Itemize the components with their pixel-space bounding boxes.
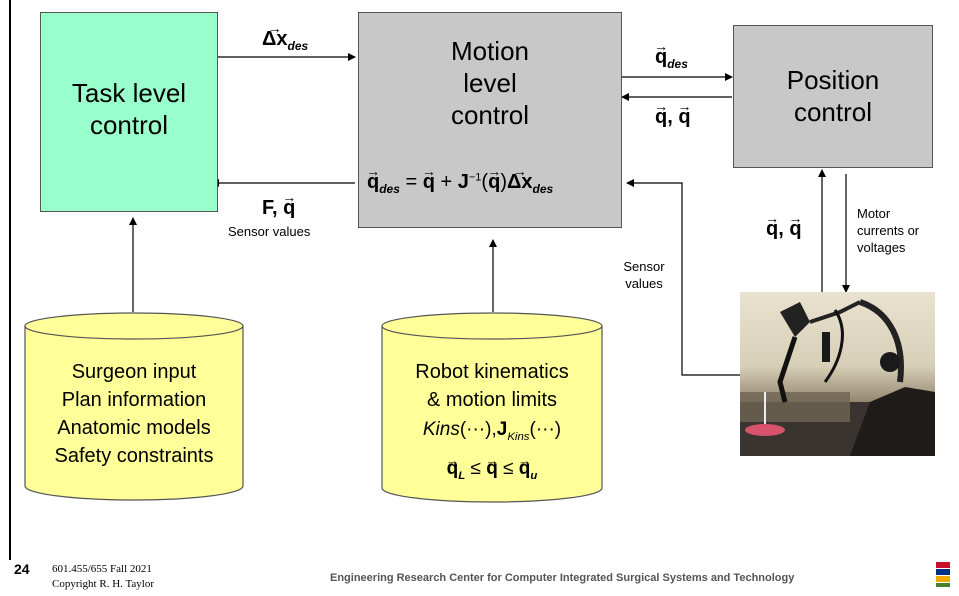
- robot-db-text: Robot kinematics & motion limits Kins(··…: [381, 358, 603, 490]
- footer-copyright: Copyright R. H. Taylor: [52, 578, 154, 590]
- robot-kinematics-database: Robot kinematics & motion limits Kins(··…: [381, 312, 603, 504]
- footer-center-text: Engineering Research Center for Computer…: [330, 572, 795, 584]
- motion-block-line-3: control: [450, 100, 530, 130]
- cisst-logo-icon: [934, 560, 952, 588]
- arrow-sensor-feedback: [626, 179, 740, 376]
- task-block-line-1: Task level: [71, 78, 187, 108]
- robot-illustration: [740, 299, 935, 456]
- motion-level-control-block: Motion level control qdes = q + J−1(q)Δx…: [358, 12, 622, 228]
- robot-limits-line: qL ≤ q ≤ qu: [381, 455, 603, 490]
- cylinder-shape: [24, 312, 244, 501]
- surgeon-input-database: Surgeon input Plan information Anatomic …: [24, 312, 244, 502]
- position-block-line-1: Position: [786, 65, 880, 95]
- task-level-control-block: Task level control: [40, 12, 218, 212]
- surgeon-db-text: Surgeon input Plan information Anatomic …: [54, 361, 214, 467]
- motion-formula: qdes = q + J−1(q)Δxdes: [367, 171, 617, 196]
- label-motor-currents: Motor currents or voltages: [857, 206, 920, 255]
- label-F-q: F, q: [262, 197, 295, 220]
- label-sensor-values-left: Sensor values: [228, 224, 311, 239]
- page-border-left: [9, 0, 11, 560]
- slide-number: 24: [14, 561, 30, 577]
- footer-course: 601.455/655 Fall 2021: [52, 563, 152, 575]
- label-q-qdot-upper: q, q: [655, 106, 691, 129]
- label-delta-x-des: Δxdes: [262, 28, 308, 53]
- cylinder-shape: [381, 312, 603, 503]
- label-q-des: qdes: [655, 46, 688, 71]
- motion-block-line-1: Motion: [450, 36, 530, 66]
- task-block-line-2: control: [89, 110, 169, 140]
- robot-kins-line: Kins(···),JKins(···): [422, 419, 562, 443]
- position-control-block: Position control: [733, 25, 933, 168]
- label-q-qdot-lower: q, q: [766, 218, 802, 241]
- motion-block-line-2: level: [463, 68, 517, 98]
- position-block-line-2: control: [793, 97, 873, 127]
- label-sensor-values-right: Sensor values: [623, 259, 665, 291]
- robot-photo: [740, 292, 935, 456]
